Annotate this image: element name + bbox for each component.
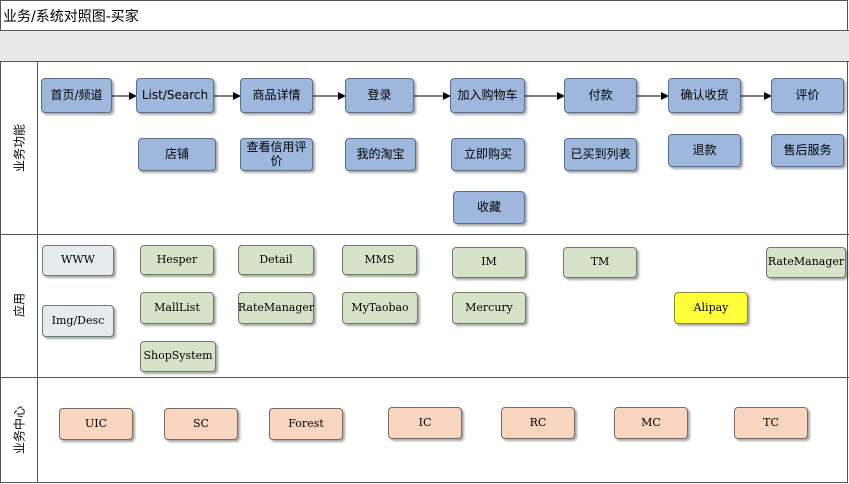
step-add-to-cart[interactable]: 加入购物车 [450,78,525,113]
func-my-taobao[interactable]: 我的淘宝 [345,138,416,171]
header-strip [0,31,849,62]
app-mytaobao[interactable]: MyTaobao [342,292,418,324]
app-alipay[interactable]: Alipay [674,292,748,324]
center-mc[interactable]: MC [614,407,688,439]
app-ratemanager-review[interactable]: RateManager [766,247,846,278]
func-shop[interactable]: 店铺 [138,138,216,171]
app-img-desc[interactable]: Img/Desc [42,305,114,337]
center-tc[interactable]: TC [734,407,808,439]
step-review[interactable]: 评价 [771,78,844,113]
app-im[interactable]: IM [452,247,526,278]
diagram-title: 业务/系统对照图-买家 [3,9,139,25]
app-shopsystem[interactable]: ShopSystem [140,341,216,372]
step-list-search[interactable]: List/Search [136,78,214,113]
lane-separator [0,377,849,378]
step-home-channel[interactable]: 首页/频道 [41,78,112,113]
func-view-credit-rating[interactable]: 查看信用评价 [240,138,313,171]
lane-label-business: 业务功能 [12,123,27,173]
app-mercury[interactable]: Mercury [452,292,526,324]
app-detail[interactable]: Detail [238,245,314,275]
lane-label-app: 应用 [12,292,27,318]
app-www[interactable]: WWW [42,245,114,276]
func-favorites[interactable]: 收藏 [453,191,525,224]
app-mms[interactable]: MMS [342,245,417,275]
lane-label-column [0,62,38,483]
lane-label-center: 业务中心 [12,405,27,455]
step-item-detail[interactable]: 商品详情 [240,78,313,113]
app-hesper[interactable]: Hesper [140,245,214,275]
func-buy-now[interactable]: 立即购买 [451,138,525,171]
center-uic[interactable]: UIC [59,408,133,440]
center-forest[interactable]: Forest [269,408,343,440]
step-confirm-receipt[interactable]: 确认收货 [668,78,741,113]
app-malllist[interactable]: MallList [140,292,214,324]
func-refund[interactable]: 退款 [668,134,741,167]
title-bar: 业务/系统对照图-买家 [0,0,849,31]
lane-separator [0,234,849,235]
center-ic[interactable]: IC [388,407,462,439]
func-bought-list[interactable]: 已买到列表 [564,138,637,171]
center-sc[interactable]: SC [164,408,238,440]
app-ratemanager[interactable]: RateManager [238,292,314,324]
app-tm[interactable]: TM [563,247,637,278]
center-rc[interactable]: RC [501,407,575,439]
step-payment[interactable]: 付款 [564,78,637,113]
func-after-sales[interactable]: 售后服务 [771,134,844,167]
step-login[interactable]: 登录 [345,78,414,113]
